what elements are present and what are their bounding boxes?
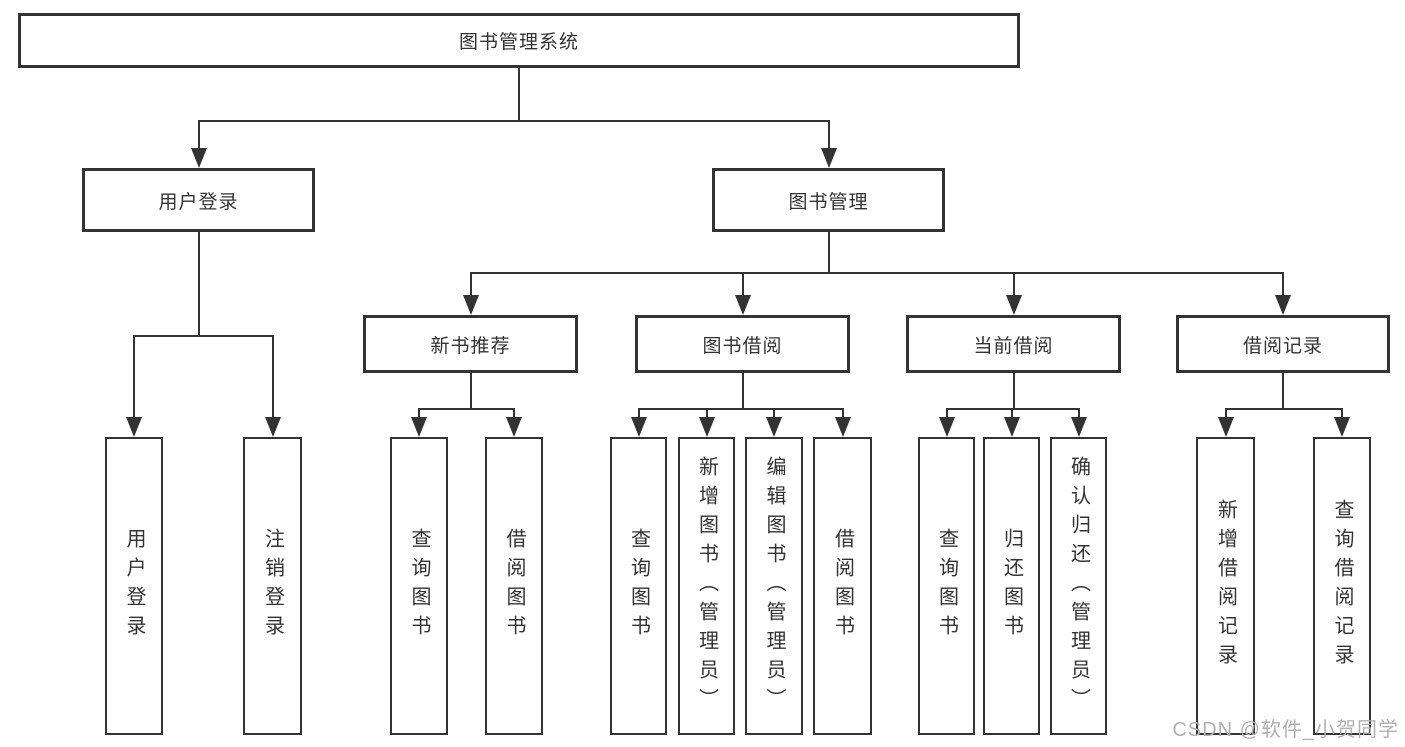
arrowhead-down-icon — [1275, 295, 1291, 315]
tree-node-leaf-query-book-2: 查询图书 — [610, 437, 667, 735]
tree-node-label: 新增图书（管理员） — [695, 455, 718, 717]
tree-node-label: 图书借阅 — [702, 335, 783, 357]
connector-stem — [469, 373, 472, 410]
connector-drop — [827, 120, 830, 154]
tree-node-label: 编辑图书（管理员） — [763, 455, 785, 717]
tree-node-leaf-logout: 注销登录 — [243, 437, 302, 735]
connector-stem — [518, 68, 520, 122]
arrowhead-down-icon — [1334, 417, 1350, 437]
tree-node-book-mgmt: 图书管理 — [712, 168, 945, 232]
tree-node-label: 查询借阅记录 — [1331, 499, 1353, 673]
arrowhead-down-icon — [1005, 295, 1022, 315]
connector-bus — [133, 335, 274, 337]
connector-drop — [469, 272, 472, 301]
connector-drop — [418, 408, 420, 423]
arrowhead-down-icon — [734, 295, 751, 315]
arrowhead-down-icon — [834, 417, 851, 437]
tree-node-leaf-query-book-1: 查询图书 — [390, 437, 448, 735]
tree-node-label: 查询图书 — [935, 528, 958, 644]
connector-stem — [1012, 373, 1015, 410]
tree-node-label: 图书管理系统 — [458, 32, 579, 53]
tree-node-leaf-confirm-return: 确认归还（管理员） — [1050, 437, 1107, 735]
tree-node-label: 查询图书 — [408, 528, 430, 644]
connector-bus — [469, 272, 1284, 274]
arrowhead-down-icon — [1217, 417, 1234, 437]
arrowhead-down-icon — [938, 417, 955, 437]
tree-node-label: 新增借阅记录 — [1214, 499, 1237, 673]
connector-drop — [513, 408, 515, 423]
connector-drop — [197, 120, 200, 154]
tree-node-label: 确认归还（管理员） — [1067, 455, 1090, 717]
arrowhead-down-icon — [630, 417, 647, 437]
tree-node-label: 查询图书 — [627, 528, 650, 644]
tree-node-leaf-add-book: 新增图书（管理员） — [678, 437, 735, 735]
tree-node-label: 当前借阅 — [973, 335, 1054, 357]
arrowhead-down-icon — [698, 417, 715, 437]
tree-node-label: 注销登录 — [261, 528, 284, 644]
connector-bus — [418, 408, 515, 410]
tree-node-label: 借阅图书 — [831, 528, 854, 644]
arrowhead-down-icon — [411, 417, 427, 437]
connector-stem — [1282, 373, 1284, 410]
connector-drop — [945, 408, 948, 423]
tree-node-leaf-query-record: 查询借阅记录 — [1313, 437, 1371, 735]
connector-stem — [827, 232, 830, 274]
arrowhead-down-icon — [264, 417, 281, 437]
arrowhead-down-icon — [766, 417, 782, 437]
tree-node-leaf-user-login: 用户登录 — [105, 437, 163, 735]
arrowhead-down-icon — [1070, 417, 1087, 437]
connector-drop — [841, 408, 844, 423]
tree-node-leaf-return-book: 归还图书 — [983, 437, 1040, 735]
tree-node-current-borrow: 当前借阅 — [906, 315, 1121, 373]
tree-node-label: 用户登录 — [158, 191, 239, 213]
connector-drop — [705, 408, 708, 423]
connector-drop — [1010, 408, 1013, 423]
tree-node-leaf-query-book-3: 查询图书 — [918, 437, 975, 735]
tree-node-leaf-borrow-book-1: 借阅图书 — [485, 437, 543, 735]
connector-drop — [1224, 408, 1227, 423]
connector-drop — [741, 272, 744, 301]
connector-drop — [773, 408, 775, 423]
connector-drop — [133, 335, 135, 423]
connector-drop — [1077, 408, 1080, 423]
connector-bus — [197, 120, 830, 122]
tree-node-user-login: 用户登录 — [82, 168, 315, 232]
arrowhead-down-icon — [126, 417, 142, 437]
tree-node-label: 图书管理 — [788, 191, 869, 213]
connector-drop — [1012, 272, 1015, 301]
tree-node-label: 借阅图书 — [503, 528, 525, 644]
connector-bus — [945, 408, 1080, 410]
tree-node-root: 图书管理系统 — [18, 13, 1020, 68]
tree-node-borrow-records: 借阅记录 — [1176, 315, 1390, 373]
tree-node-leaf-add-record: 新增借阅记录 — [1196, 437, 1255, 735]
arrowhead-down-icon — [462, 295, 479, 315]
connector-bus — [637, 408, 844, 410]
connector-bus — [1224, 408, 1343, 410]
connector-stem — [197, 232, 200, 337]
tree-node-new-book-rec: 新书推荐 — [363, 315, 578, 373]
tree-node-leaf-edit-book: 编辑图书（管理员） — [745, 437, 803, 735]
tree-node-label: 新书推荐 — [430, 335, 511, 357]
watermark: CSDN @软件_小贺同学 — [1172, 719, 1399, 741]
arrowhead-down-icon — [820, 148, 837, 168]
arrowhead-down-icon — [190, 148, 207, 168]
tree-node-label: 用户登录 — [123, 528, 145, 644]
arrowhead-down-icon — [506, 417, 522, 437]
connector-stem — [741, 373, 744, 410]
tree-node-label: 借阅记录 — [1242, 335, 1323, 357]
connector-drop — [271, 335, 274, 423]
tree-node-leaf-borrow-book-2: 借阅图书 — [813, 437, 872, 735]
tree-node-book-borrow: 图书借阅 — [635, 315, 850, 373]
connector-drop — [637, 408, 640, 423]
arrowhead-down-icon — [1003, 417, 1020, 437]
tree-node-label: 归还图书 — [1000, 528, 1023, 644]
connector-drop — [1341, 408, 1343, 423]
connector-drop — [1282, 272, 1284, 301]
